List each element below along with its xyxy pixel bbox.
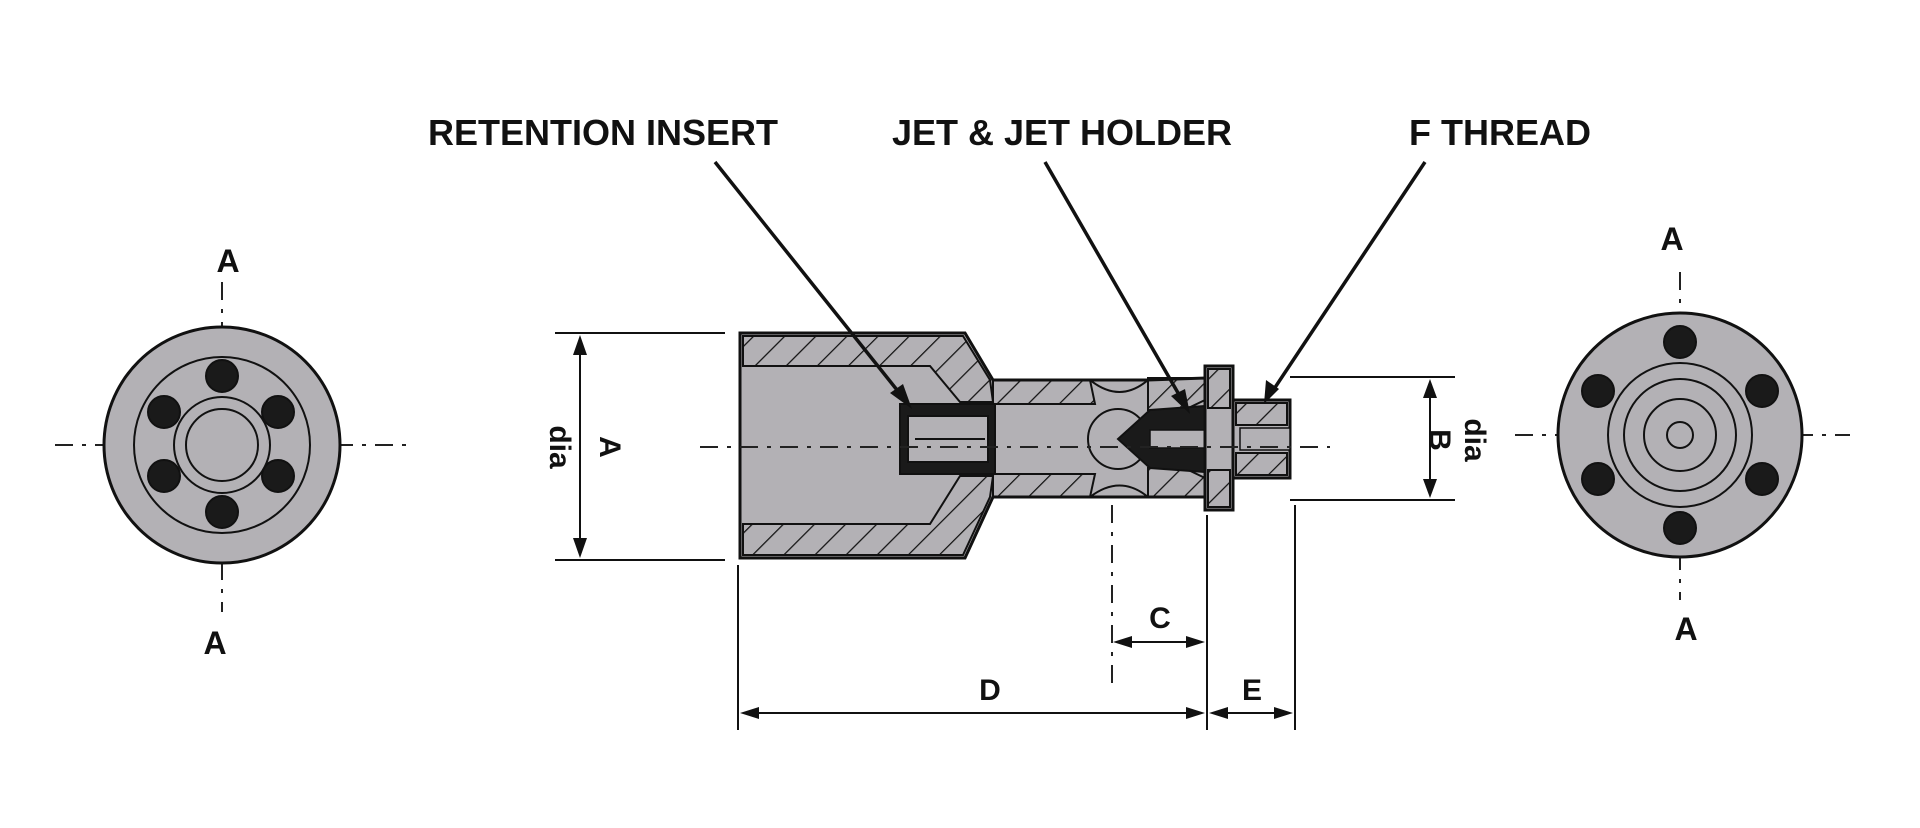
callout-retention-insert: RETENTION INSERT [428, 112, 778, 153]
dim-b-letter: B [1423, 429, 1456, 451]
dimension-lines [555, 332, 1455, 730]
port-hole [261, 395, 295, 429]
dim-arrowhead [573, 335, 587, 355]
dim-arrowhead [1274, 707, 1293, 719]
port-hole [147, 395, 181, 429]
port-hole [205, 359, 239, 393]
neck-waist-top [1089, 379, 1149, 393]
section-view [700, 331, 1330, 560]
dim-arrowhead [1209, 707, 1228, 719]
port-hole [1663, 325, 1697, 359]
left-view-outer-disc [102, 325, 342, 565]
dim-a-letter: A [593, 436, 626, 458]
neck-wall-top-hatch [992, 379, 1097, 405]
right-view-port-holes [1581, 325, 1779, 545]
dim-arrowhead [1423, 479, 1437, 498]
leader-retention-insert [713, 160, 907, 402]
right-view-ring-middle [1623, 378, 1737, 492]
leader-f-thread [1268, 161, 1427, 396]
port-hole [205, 495, 239, 529]
dim-arrowhead [1113, 636, 1132, 648]
dim-arrowhead [740, 707, 759, 719]
leader-jet-holder [1043, 161, 1187, 406]
port-hole [1663, 511, 1697, 545]
left-view-bore [185, 408, 259, 482]
dim-e-label: E [1242, 674, 1262, 707]
callout-jet-holder: JET & JET HOLDER [892, 112, 1232, 153]
dim-arrowhead [1186, 707, 1205, 719]
neck-waist-bottom [1089, 484, 1149, 498]
port-hole [147, 459, 181, 493]
neck-wall-bottom-hatch [992, 473, 1097, 498]
left-end-view: A A [55, 243, 410, 661]
left-view-bore-ring [173, 396, 271, 494]
callout-leaders [713, 160, 1427, 414]
dim-arrowhead [573, 538, 587, 558]
callout-f-thread: F THREAD [1409, 112, 1591, 153]
flange-hatch [1207, 368, 1231, 508]
tip-orifice [1239, 427, 1291, 451]
leader-arrowhead [1264, 380, 1279, 404]
dim-a-unit: dia [543, 425, 576, 469]
section-mark-right-top: A [1660, 221, 1683, 257]
housing-wall-top-hatch [742, 335, 995, 403]
tip-hatch [1235, 402, 1288, 476]
dim-arrowhead [1423, 379, 1437, 398]
housing-wall-bottom-hatch [742, 475, 995, 556]
port-hole [1581, 462, 1615, 496]
leader-arrowhead [1171, 389, 1190, 414]
dim-d-label: D [979, 674, 1001, 707]
port-hole [1745, 374, 1779, 408]
dim-arrowhead [1186, 636, 1205, 648]
left-view-inner-ring [133, 356, 311, 534]
section-mark-left-bottom: A [203, 625, 226, 661]
right-view-ring-outer [1607, 362, 1753, 508]
port-hole [261, 459, 295, 493]
section-mark-left-top: A [216, 243, 239, 279]
right-view-orifice [1666, 421, 1694, 449]
right-end-view: A A [1515, 221, 1850, 647]
dim-c-label: C [1149, 602, 1171, 635]
dim-b-unit: dia [1458, 418, 1491, 462]
port-hole [1745, 462, 1779, 496]
leader-arrowhead [890, 384, 912, 409]
right-view-ring-inner [1643, 398, 1717, 472]
dim-a-label: A dia [543, 425, 626, 469]
left-view-port-holes [147, 359, 295, 529]
right-view-outer-disc [1556, 311, 1804, 559]
port-hole [1581, 374, 1615, 408]
dim-b-label: B dia [1423, 418, 1491, 462]
section-mark-right-bottom: A [1674, 611, 1697, 647]
